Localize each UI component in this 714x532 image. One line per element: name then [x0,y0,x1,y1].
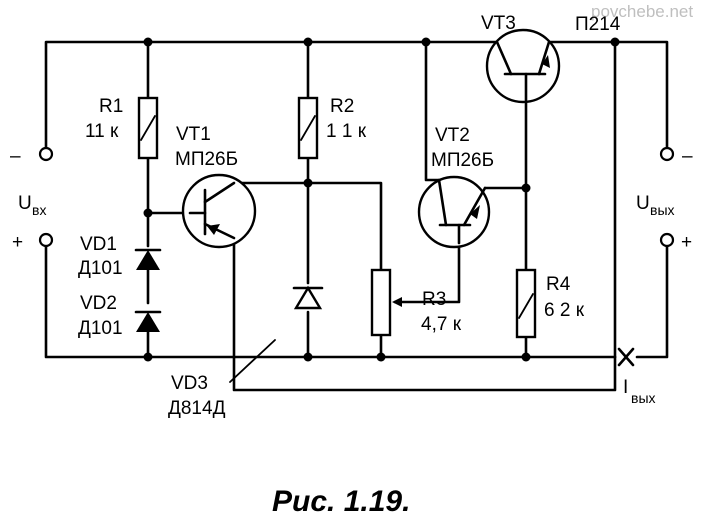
output-plus-terminal[interactable] [659,232,675,248]
resistor-r4: R4 6 2 к [515,268,585,339]
watermark: povchebe.net [591,2,693,21]
r2-ref: R2 [330,96,354,117]
vd2-type: Д101 [78,318,123,339]
vt3-type: П214 [575,14,621,35]
bottom-rail [44,244,617,359]
r2-value: 1 1 к [326,121,367,142]
figure-caption: Рис. 1.19. [272,485,410,518]
r1-ref: R1 [99,96,123,117]
vt3-ref: VT3 [481,13,516,34]
input-minus-terminal[interactable] [38,146,54,162]
top-rail-right [547,40,669,150]
r3-ref: R3 [422,289,446,310]
output-voltage-subscript: вых [650,202,675,218]
output-minus-sign: – [682,146,693,167]
diode-vd2: VD2 Д101 [78,293,162,339]
input-plus-terminal[interactable] [38,232,54,248]
potentiometer-r3: R3 4,7 к [370,268,462,337]
bottom-rail-right [635,244,669,359]
wires [44,40,669,392]
vd3-ref: VD3 [171,373,208,394]
junction-dots [143,37,620,362]
r4-value: 6 2 к [544,300,585,321]
r4-ref: R4 [546,274,571,295]
vd1-type: Д101 [78,258,123,279]
vd2-ref: VD2 [80,293,117,314]
transistor-vt2: VT2 МП26Б [417,125,494,249]
vt2-ref: VT2 [435,125,470,146]
transistor-vt3: VT3 П214 [481,13,621,104]
input-voltage-subscript: вх [32,202,46,218]
top-rail-left [44,40,499,149]
output-plus-sign: + [681,232,692,253]
vt1-type: МП26Б [175,149,238,170]
vt2-type: МП26Б [431,150,494,171]
vd1-ref: VD1 [80,234,117,255]
output-voltage-label: U [636,193,650,214]
output-terminals: – + U вых [636,146,693,253]
output-current-subscript: вых [631,390,656,406]
zener-vd3: VD3 Д814Д [168,285,324,419]
resistor-r2: R2 1 1 к [297,96,367,160]
vd3-type: Д814Д [168,398,226,419]
r3-value: 4,7 к [421,314,462,335]
output-minus-terminal[interactable] [659,146,675,162]
feedback-line [232,236,617,392]
output-current-marker: I вых [617,347,656,406]
transistor-vt1: VT1 МП26Б [175,124,257,249]
resistor-r1: R1 11 к [85,96,159,160]
diode-vd1: VD1 Д101 [78,234,162,305]
r1-value: 11 к [85,121,119,142]
input-minus-sign: – [10,146,21,167]
output-current-label: I [623,377,628,398]
input-voltage-label: U [18,193,32,214]
input-terminals: – + U вх [10,146,54,253]
vt1-ref: VT1 [176,124,211,145]
input-plus-sign: + [12,232,23,253]
